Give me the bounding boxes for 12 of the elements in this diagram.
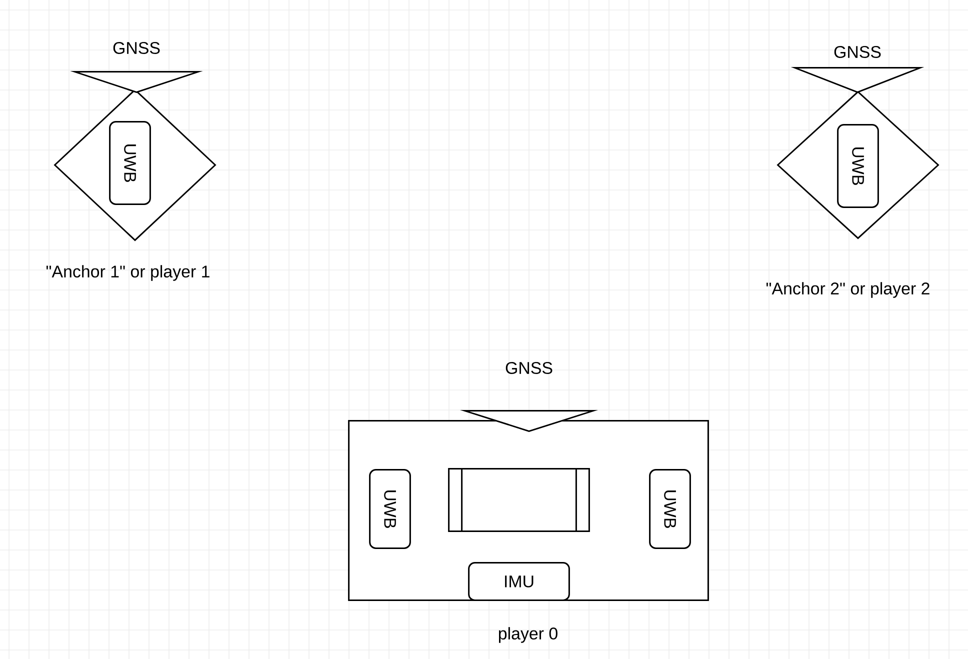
module-box: UWB bbox=[837, 124, 879, 208]
caption-text: "Anchor 2" or player 2 bbox=[766, 282, 930, 298]
module-box: IMU bbox=[468, 562, 570, 601]
node-label: GNSS bbox=[834, 46, 881, 58]
module-box: UWB bbox=[109, 121, 151, 205]
caption-text: "Anchor 1" or player 1 bbox=[46, 265, 210, 281]
node-label: GNSS bbox=[506, 362, 552, 374]
module-box: UWB bbox=[369, 469, 411, 549]
module-box: UWB bbox=[649, 469, 691, 549]
board-box bbox=[448, 468, 590, 532]
node-label: GNSS bbox=[113, 42, 160, 54]
caption-text: player 0 bbox=[498, 627, 558, 643]
